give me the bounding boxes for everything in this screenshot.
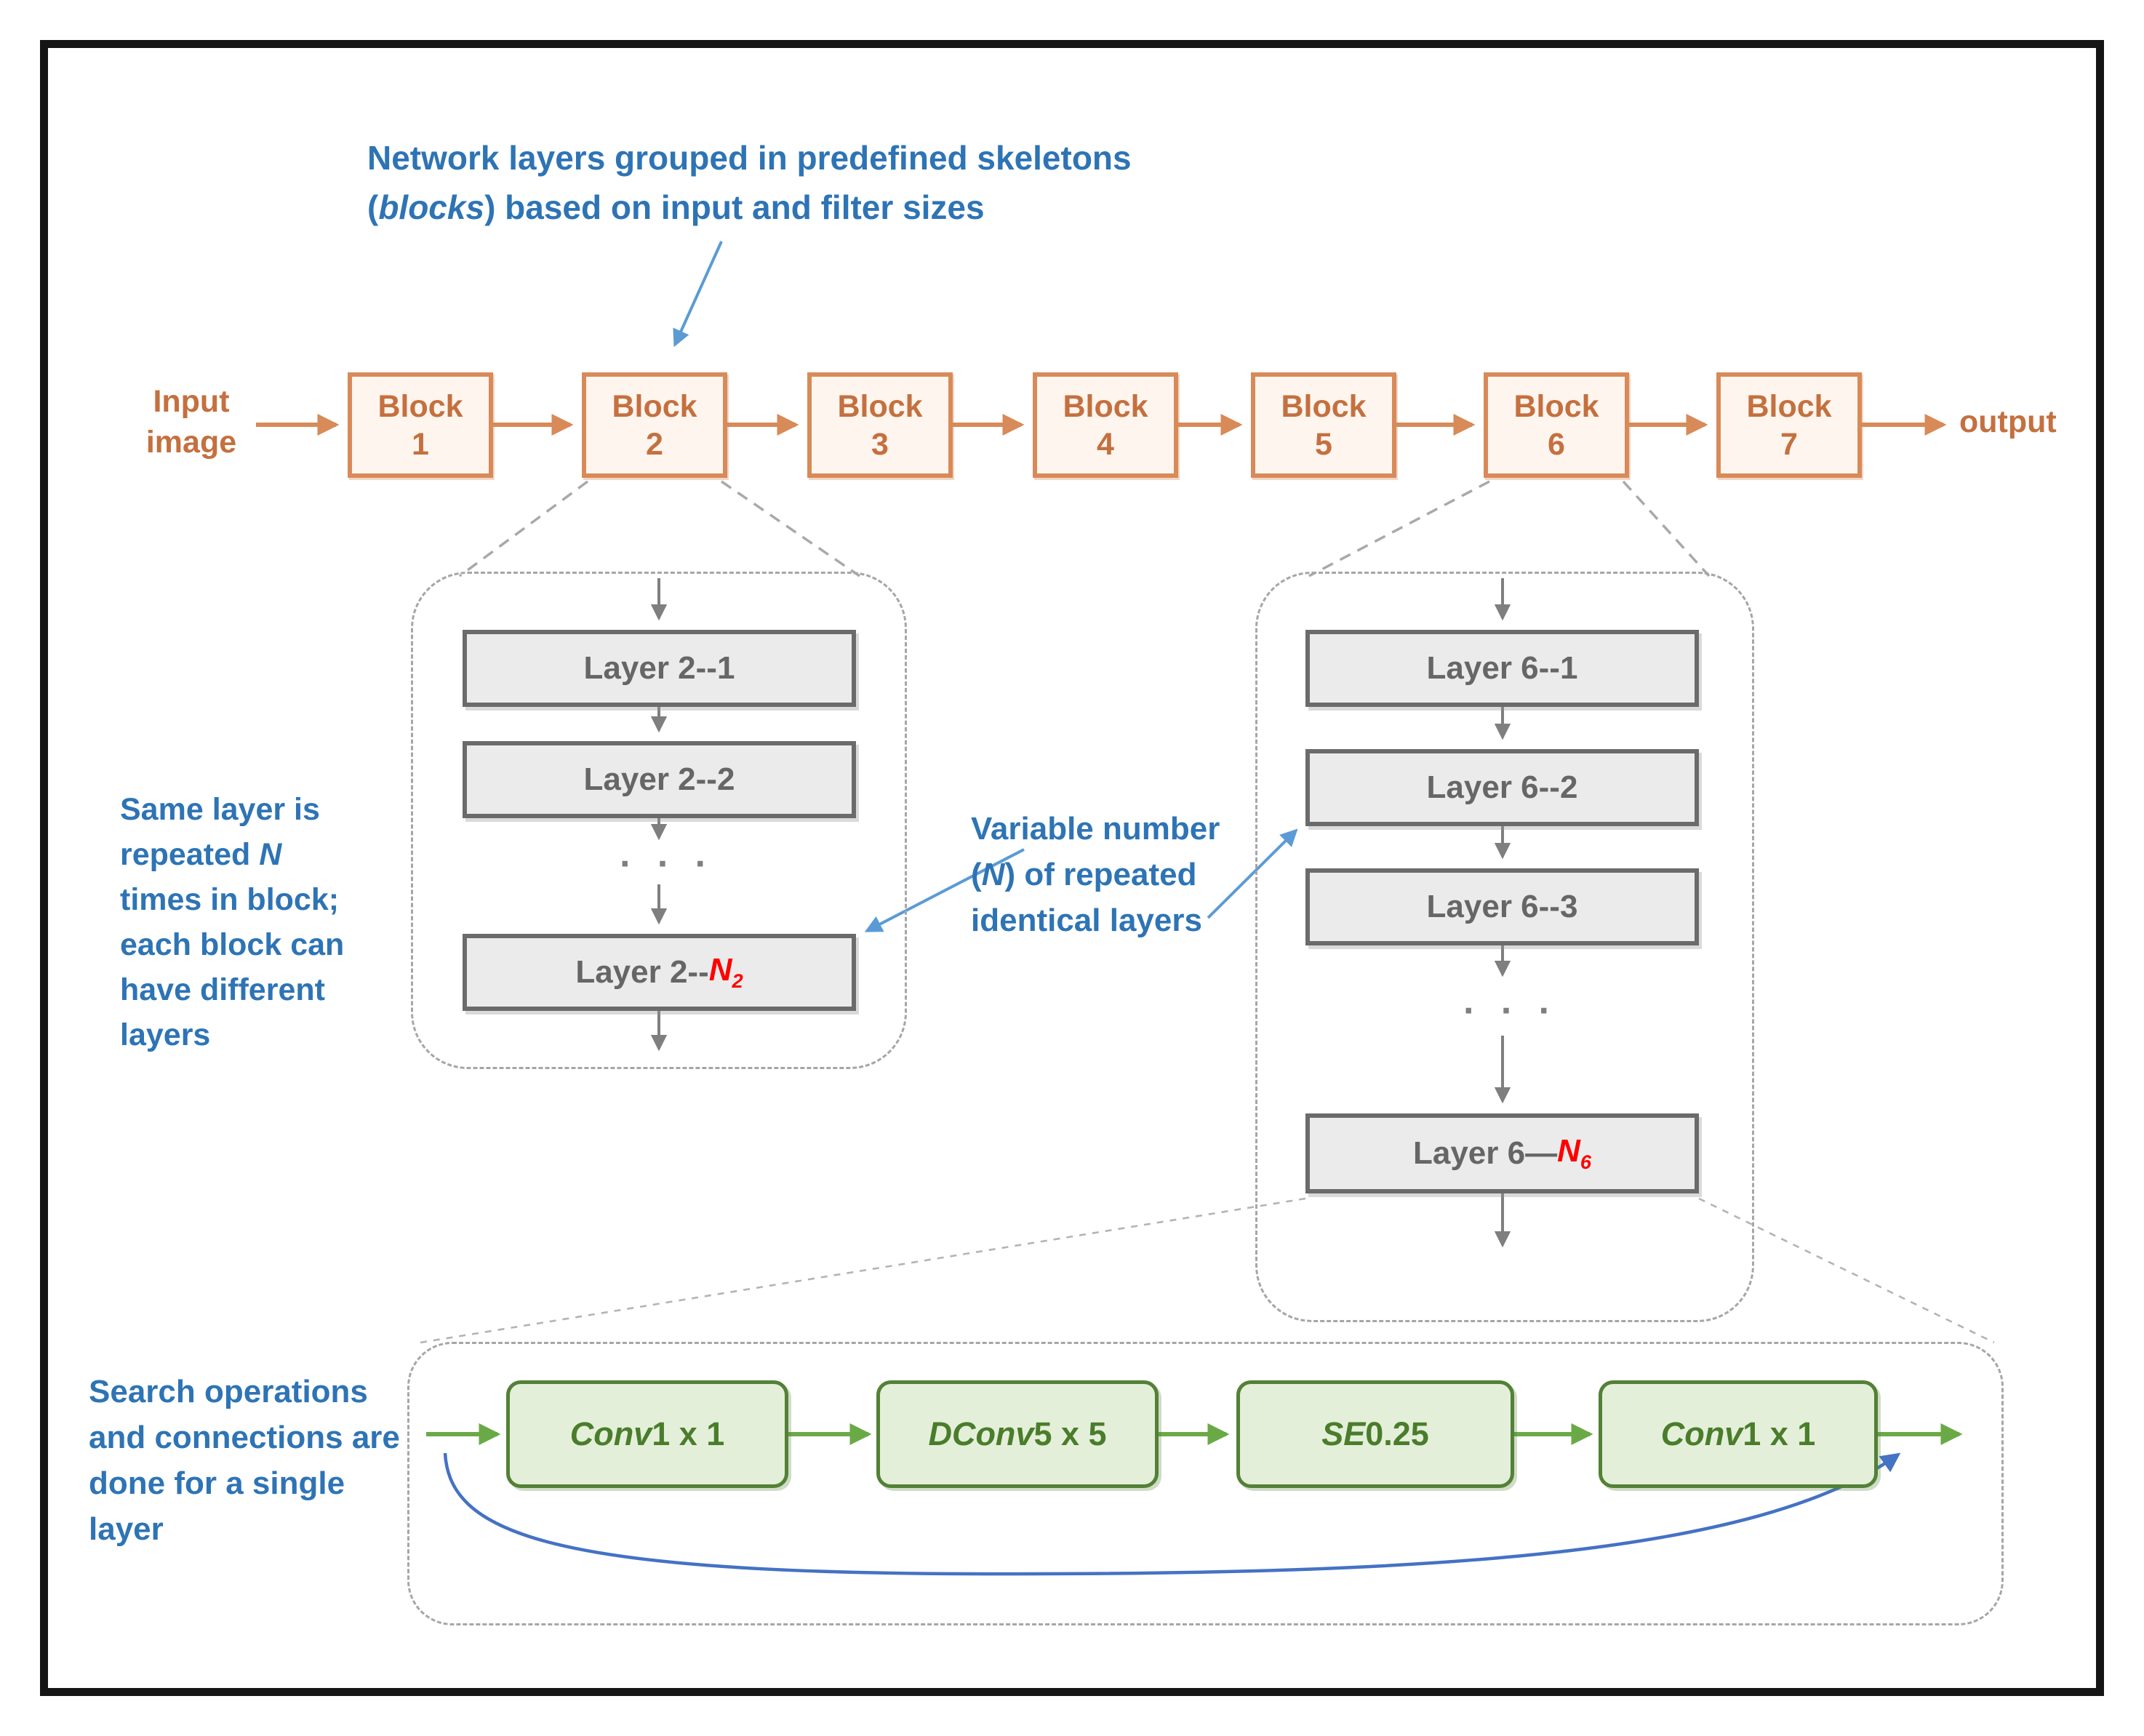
ellipsis-block2: · · ·: [620, 843, 715, 885]
block2-detail-container: [411, 572, 907, 1069]
top-note: Network layers grouped in predefined ske…: [367, 133, 1132, 232]
layer-6-3-box: Layer 6--3: [1305, 868, 1699, 945]
layer-6-2-box: Layer 6--2: [1305, 749, 1699, 826]
layer-2-n-box: Layer 2--N2: [463, 934, 856, 1011]
op-conv1x1-first: Conv 1 x 1: [506, 1380, 788, 1488]
layer-detail-container: [407, 1342, 2004, 1625]
layer-6-1-box: Layer 6--1: [1305, 630, 1699, 707]
top-note-line2: (blocks) based on input and filter sizes: [367, 188, 985, 226]
input-image-label: Input image: [145, 384, 237, 460]
block6-detail-container: [1255, 572, 1754, 1322]
top-note-line1: Network layers grouped in predefined ske…: [367, 139, 1132, 177]
middle-note: Variable number (N) of repeated identica…: [971, 811, 1220, 938]
layer-2-2-box: Layer 2--2: [463, 741, 856, 818]
layer-2-1-box: Layer 2--1: [463, 630, 856, 707]
ellipsis-block6: · · ·: [1463, 990, 1559, 1032]
op-dconv5x5: DConv 5 x 5: [876, 1380, 1159, 1488]
bottom-note: Search operations and connections are do…: [89, 1374, 400, 1547]
op-conv1x1-last: Conv 1 x 1: [1599, 1380, 1878, 1488]
output-label: output: [1959, 404, 2057, 439]
op-se-025: SE 0.25: [1236, 1380, 1514, 1488]
layer-6-n-box: Layer 6—N6: [1305, 1113, 1699, 1193]
left-note: Same layer is repeated N times in block;…: [120, 792, 345, 1052]
